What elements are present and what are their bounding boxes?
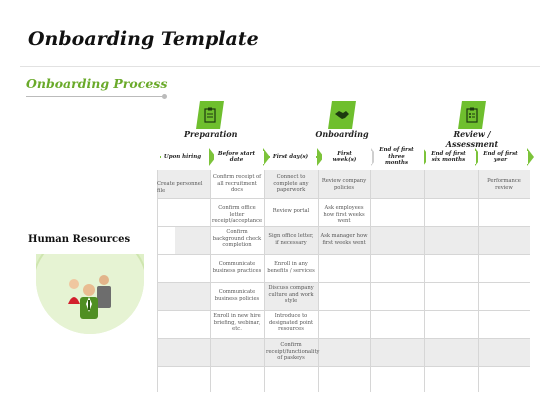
cell-text: Performance review [487,178,521,191]
cell-text: Enroll in any benefits / services [267,261,315,274]
cell-text: Ask manager how first weeks went [320,233,368,246]
cell-shade [264,282,318,310]
cell-text: Introduce to designated point resources [268,313,314,333]
grid-line [157,170,158,392]
clipboard-icon [196,101,224,129]
cell-text: Connect to complete any paperwork [273,174,309,194]
step-before-start: Before start date [214,148,270,166]
cell-shade [264,170,318,198]
grid-line [157,366,530,367]
cell-text: Ask employees how first weeks went [323,205,365,225]
grid-line [210,170,211,392]
step-first-weeks: First week(s) [322,148,378,166]
step-first-year: End of first year [478,148,534,166]
subtitle-underline [26,96,163,97]
grid-line [157,338,530,339]
cell-text: Sign office letter, if necessary [268,233,314,246]
grid-line [157,310,530,311]
cell-text: Confirm receipt/functionality of paskeys [266,342,320,362]
title-divider [20,66,540,67]
cell-shade [264,226,370,254]
cell-text: Discuss company culture and work style [268,285,314,305]
cell-text: Create personnel file [157,181,203,194]
cell-text: Confirm background check completion [212,229,262,249]
grid-line [424,170,425,392]
step-three-months: End of first three months [374,147,430,167]
phase-onboarding-label: Onboarding [315,129,369,139]
cell-shade [157,170,210,198]
cell-shade [370,170,530,198]
cell-shade [157,282,210,310]
phase-review-label: Review / Assessment [445,129,499,149]
cell-text: Communicate business policies [214,289,260,302]
page-title: Onboarding Template [28,28,259,50]
phase-preparation-label: Preparation [184,129,238,139]
grid-line [478,170,479,392]
step-upon-hiring: Upon hiring [160,148,216,166]
checklist-icon [458,101,486,129]
subtitle-underline-dot [162,94,167,99]
grid-line [157,282,530,283]
grid-line [264,170,265,392]
cell-text: Confirm receipt of all recruitment docs [212,174,262,194]
cell-text: Review company policies [321,178,367,191]
grid-line [157,198,530,199]
grid-line [157,254,530,255]
cell-shade [175,226,210,254]
cell-text: Communicate business practices [212,261,262,274]
cell-shade [370,226,530,254]
grid-line [157,226,530,227]
section-subtitle: Onboarding Process [26,76,168,91]
cell-shade [370,338,530,366]
team-icon [36,254,144,334]
section-human-resources: Human Resources [28,234,131,245]
cell-text: Review portal [272,208,310,214]
cell-shade [157,338,370,366]
cell-text: Confirm office letter receipt/acceptance [212,205,263,225]
cell-text: Enroll in new hire briefing, webinar, et… [213,313,261,333]
step-six-months: End of first six months [426,148,482,166]
grid-line [318,170,319,392]
step-first-days: First day(s) [268,148,324,166]
cell-shade [318,170,370,198]
handshake-icon [328,101,356,129]
grid-line [370,170,371,392]
